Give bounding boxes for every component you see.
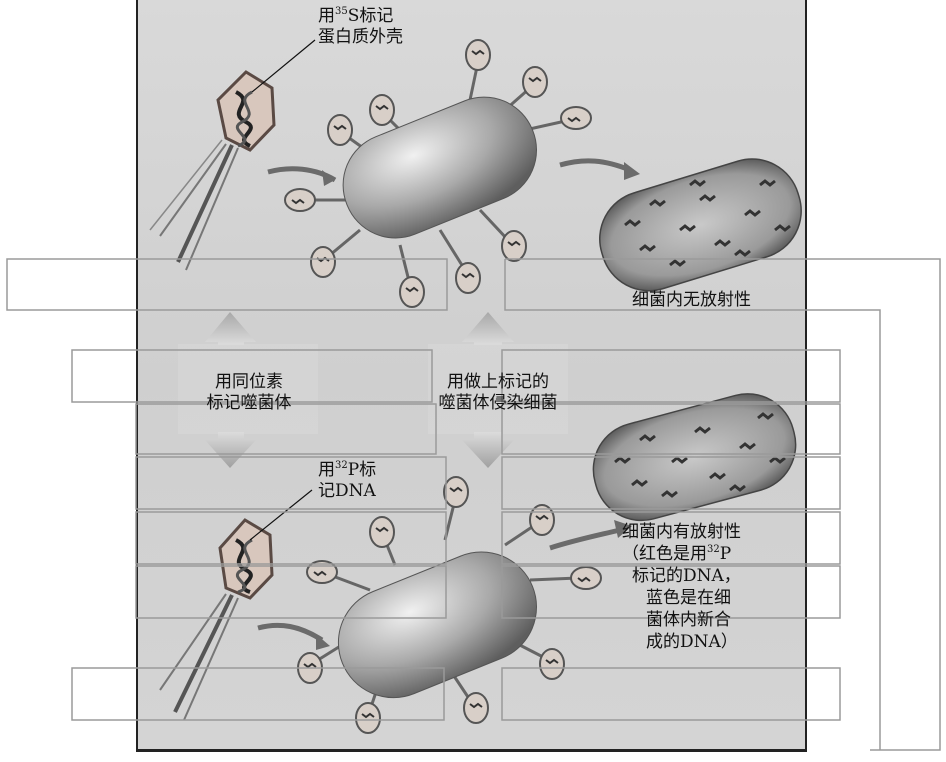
phage-top: [150, 72, 274, 270]
label-has-radioactivity: 细菌内有放射性 （红色是用32P 标记的DNA， 蓝色是在细 菌体内新合 成的D…: [622, 521, 741, 653]
label-infect: 用做上标记的 噬菌体侵染细菌: [418, 372, 578, 414]
callout-line-p32: [250, 490, 312, 540]
label-s35: 用35S标记 蛋白质外壳: [318, 6, 403, 48]
label-p32: 用32P标 记DNA: [318, 460, 376, 502]
bacterium-top: [268, 40, 640, 307]
bacterium-right-top: [588, 147, 813, 303]
label-no-radioactivity: 细菌内无放射性: [632, 290, 751, 311]
bacterium-bottom: [258, 477, 632, 733]
label-isotope: 用同位素 标记噬菌体: [184, 372, 314, 414]
callout-line-s35: [252, 40, 315, 92]
phage-bottom: [160, 520, 272, 720]
